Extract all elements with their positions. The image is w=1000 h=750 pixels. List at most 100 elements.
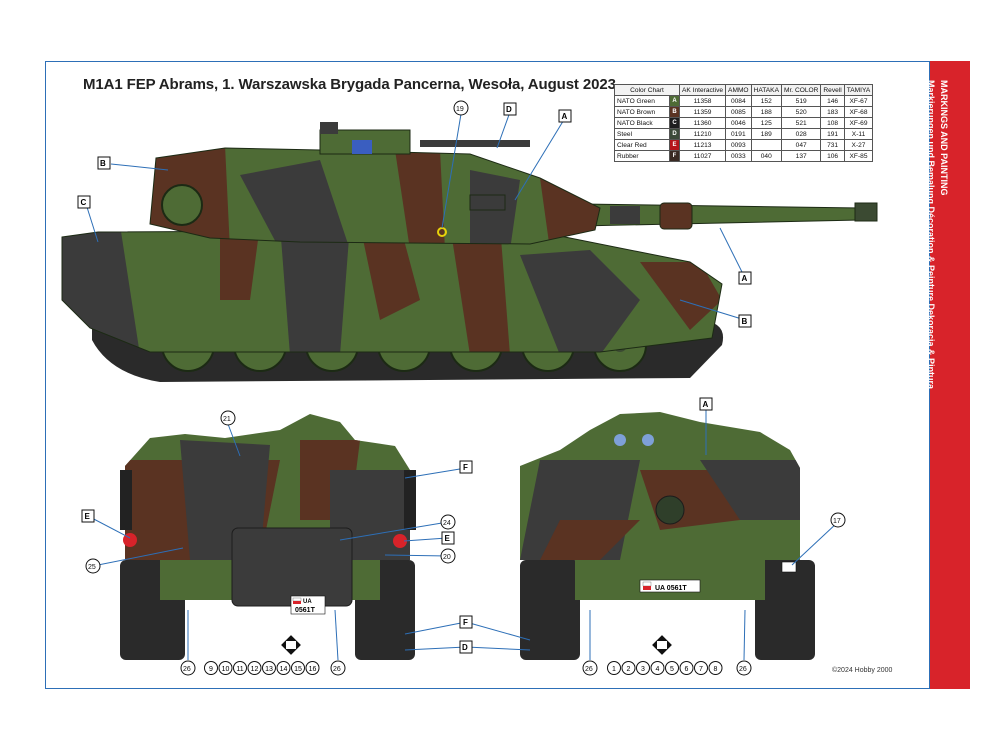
decal-number: 9 bbox=[209, 666, 213, 673]
decal-number-circle bbox=[636, 661, 650, 675]
decal-number: 10 bbox=[222, 666, 230, 673]
color-chart: Color Chart AK Interactive AMMO HATAKA M… bbox=[614, 84, 874, 162]
hataka-code: 188 bbox=[750, 106, 782, 118]
rear-tactical-sign bbox=[281, 635, 301, 655]
color-name: Rubber bbox=[614, 150, 670, 162]
color-chart-head-hataka: HATAKA bbox=[750, 84, 782, 96]
callout-26-rear-left: 26 bbox=[180, 660, 196, 676]
front-convoy-sign bbox=[781, 561, 797, 573]
front-plate-number: UA 0561T bbox=[655, 585, 687, 592]
svg-text:F: F bbox=[463, 618, 468, 627]
callout-front-A: A bbox=[699, 397, 713, 411]
tamiya-code: XF-68 bbox=[843, 106, 874, 118]
revell-code: 106 bbox=[820, 150, 845, 162]
drawing-frame bbox=[45, 61, 930, 689]
callout-rear-D: D bbox=[459, 640, 473, 654]
rear-view: UA 0561T bbox=[120, 414, 416, 660]
svg-text:E: E bbox=[445, 534, 451, 543]
svg-text:19: 19 bbox=[456, 106, 464, 113]
tamiya-code: XF-85 bbox=[843, 150, 874, 162]
rear-plate: UA 0561T bbox=[290, 595, 326, 615]
callout-19: 19 bbox=[453, 100, 469, 116]
front-tactical-sign bbox=[652, 635, 672, 655]
decal-number-circle bbox=[233, 661, 247, 675]
callout-24: 24 bbox=[440, 514, 456, 530]
svg-text:26: 26 bbox=[183, 666, 191, 673]
sidebar-banner bbox=[930, 61, 970, 689]
callout-25: 25 bbox=[85, 558, 101, 574]
callout-rear-E-left: E bbox=[81, 509, 95, 523]
decal-number: 11 bbox=[236, 666, 243, 673]
callout-side-B-hull: B bbox=[738, 314, 752, 328]
callout-rear-F: F bbox=[459, 460, 473, 474]
page-title: M1A1 FEP Abrams, 1. Warszawska Brygada P… bbox=[83, 76, 616, 93]
callout-17: 17 bbox=[830, 512, 846, 528]
ammo-code: 0033 bbox=[725, 150, 752, 162]
callout-side-A-top: A bbox=[558, 109, 572, 123]
decal-number: 8 bbox=[714, 666, 718, 673]
decal-number: 13 bbox=[265, 666, 273, 673]
decal-number-circle bbox=[708, 661, 723, 675]
svg-text:A: A bbox=[562, 112, 568, 121]
side-turret bbox=[150, 148, 600, 244]
svg-text:D: D bbox=[506, 105, 512, 114]
svg-text:25: 25 bbox=[88, 564, 96, 571]
svg-text:F: F bbox=[463, 463, 468, 472]
decal-number-circle bbox=[247, 661, 262, 675]
right-tail-light bbox=[393, 534, 407, 548]
side-hull bbox=[62, 230, 722, 352]
commander-cupola bbox=[319, 122, 530, 155]
sidebar-line-3: Marcas & Pintura Oznakowanie & Malowanie… bbox=[913, 80, 923, 376]
callout-side-D: D bbox=[503, 102, 517, 116]
svg-text:B: B bbox=[742, 317, 748, 326]
sidebar-line-1: MARKINGS AND PAINTING bbox=[939, 80, 949, 196]
svg-text:26: 26 bbox=[333, 666, 341, 673]
svg-text:17: 17 bbox=[833, 518, 841, 525]
decal-number: 14 bbox=[280, 666, 288, 673]
rear-basket-wheel bbox=[161, 184, 203, 226]
decal-number-circle bbox=[204, 661, 218, 675]
tamiya-code: X-11 bbox=[843, 128, 874, 140]
decal-number-circle bbox=[607, 661, 621, 675]
svg-text:24: 24 bbox=[443, 520, 451, 527]
svg-text:A: A bbox=[703, 400, 709, 409]
decal-number: 16 bbox=[309, 666, 317, 673]
decal-number-circle bbox=[291, 661, 305, 675]
svg-text:C: C bbox=[81, 198, 87, 207]
decal-number: 6 bbox=[685, 666, 689, 673]
callout-20: 20 bbox=[440, 548, 456, 564]
sidebar-text: MARKINGS AND PAINTING Markierungen und B… bbox=[911, 80, 950, 389]
decal-number-circle bbox=[665, 661, 679, 675]
leader-lines bbox=[85, 111, 839, 661]
svg-text:21: 21 bbox=[223, 416, 231, 423]
front-left-track bbox=[520, 560, 580, 660]
revell-code: 183 bbox=[820, 106, 845, 118]
front-right-track bbox=[755, 560, 815, 660]
decal-number-circle bbox=[650, 661, 665, 675]
decal-number: 7 bbox=[699, 666, 703, 673]
decal-number-circle bbox=[679, 661, 694, 675]
callout-side-C: C bbox=[77, 195, 91, 209]
svg-text:26: 26 bbox=[585, 666, 593, 673]
svg-text:26: 26 bbox=[739, 666, 747, 673]
revell-code: 108 bbox=[820, 117, 845, 129]
rear-grille bbox=[231, 527, 353, 607]
rear-plate-number: 0561T bbox=[295, 607, 316, 614]
callout-letters: B C D A A B F E E F D A bbox=[77, 102, 752, 654]
callout-21: 21 bbox=[220, 410, 236, 426]
main-gun bbox=[579, 202, 878, 230]
svg-text:D: D bbox=[462, 643, 468, 652]
decal-number: 12 bbox=[251, 666, 259, 673]
decal-number-circle bbox=[305, 661, 320, 675]
copyright: ©2024 Hobby 2000 bbox=[832, 667, 893, 674]
svg-text:B: B bbox=[100, 159, 106, 168]
color-chart-header: Color Chart AK Interactive AMMO HATAKA M… bbox=[614, 84, 874, 96]
decal-number: 4 bbox=[656, 666, 660, 673]
decal-number: 3 bbox=[641, 666, 645, 673]
decal-number-circle bbox=[218, 661, 233, 675]
color-chart-head-revell: Revell bbox=[820, 84, 845, 96]
callout-rear-E-right: E bbox=[441, 531, 455, 545]
